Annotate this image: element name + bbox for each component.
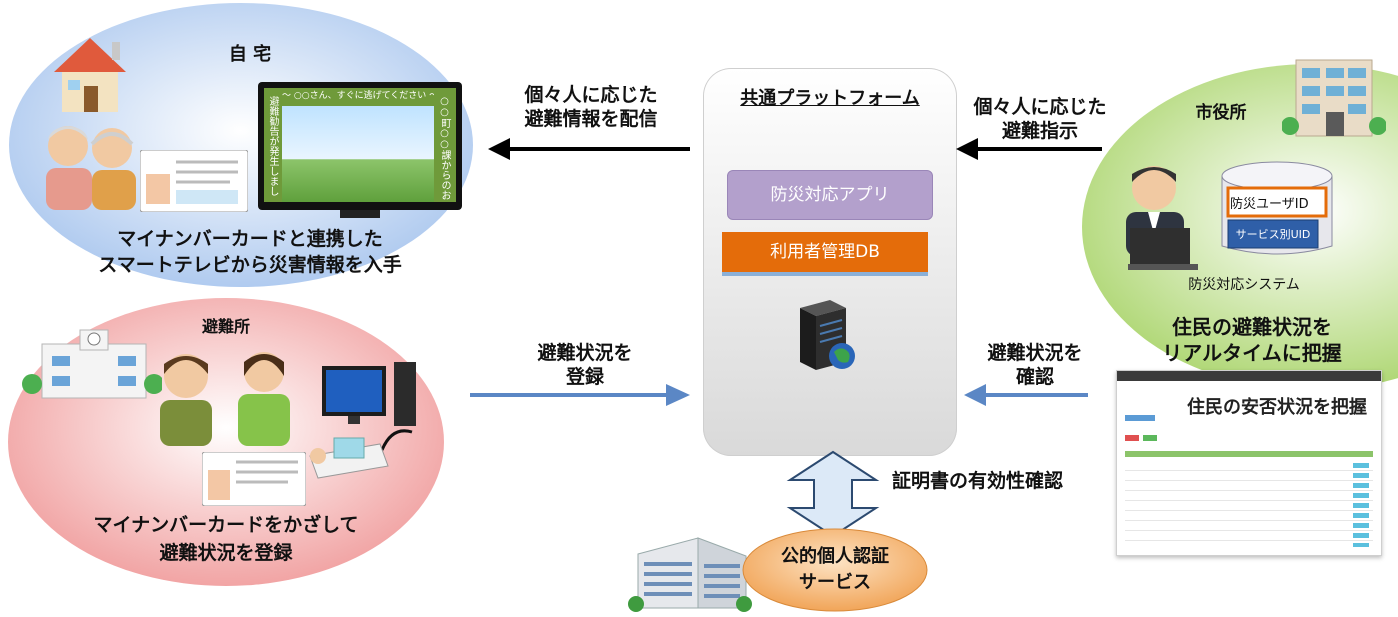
server-icon	[796, 300, 862, 372]
user-db-cylinder-icon	[1218, 160, 1336, 260]
safety-status-screen: 住民の安否状況を把握	[1116, 370, 1382, 556]
tv-right-text: ○○町○○課からのお知らせ	[439, 96, 450, 200]
home-caption-line1: マイナンバーカードと連携した	[117, 228, 383, 250]
deliver-arrow	[486, 136, 692, 162]
school-building-icon	[22, 322, 162, 402]
register-label-line2: 登録	[565, 366, 604, 388]
shelter-caption-line2: 避難状況を登録	[159, 542, 293, 564]
instruct-label-line1: 個々人に応じた	[973, 96, 1107, 118]
register-arrow	[470, 382, 692, 408]
cert-check-label: 証明書の有効性確認	[892, 470, 1064, 492]
my-number-card-icon	[140, 150, 248, 212]
elderly-couple-icon	[34, 118, 144, 210]
smart-tv-icon: ～ ○○さん、すぐに逃げてください ～ 避難勧告が発生しました ○○町○○課から…	[258, 82, 462, 222]
jpki-building-icon	[628, 534, 752, 612]
tv-left-text: 避難勧告が発生しました	[267, 96, 278, 196]
jpki-label-line1: 公的個人認証	[781, 546, 889, 567]
jpki-label-line2: サービス	[799, 572, 871, 593]
user-db-label: 利用者管理DB	[770, 242, 880, 262]
confirm-arrow	[962, 382, 1090, 408]
house-icon	[50, 34, 130, 114]
register-label-line1: 避難状況を	[537, 342, 633, 364]
city-caption-line2: リアルタイムに把握	[1162, 341, 1342, 365]
confirm-label-line2: 確認	[1015, 366, 1054, 388]
tv-banner: ～ ○○さん、すぐに逃げてください ～	[282, 91, 434, 101]
evacuees-icon	[146, 346, 306, 446]
city-hall-building-icon	[1282, 54, 1386, 138]
instruct-arrow	[954, 136, 1104, 162]
disaster-app-box: 防災対応アプリ	[727, 170, 933, 220]
jpki-ellipse	[740, 526, 930, 614]
platform-title: 共通プラットフォーム	[740, 88, 920, 109]
shelter-card-icon	[202, 452, 306, 506]
deliver-label-line1: 個々人に応じた	[524, 84, 658, 106]
instruct-label-line2: 避難指示	[1001, 120, 1078, 142]
screen-title: 住民の安否状況を把握	[1187, 397, 1367, 418]
city-caption-line1: 住民の避難状況を	[1172, 315, 1332, 339]
cert-check-arrow	[786, 450, 880, 538]
user-db-box: 利用者管理DB	[722, 232, 928, 272]
city-hall-title: 市役所	[1195, 103, 1247, 123]
card-reader-icon	[300, 436, 390, 480]
db-bottom-label: サービス別UID	[1235, 228, 1311, 241]
home-caption-line2: スマートテレビから災害情報を入手	[98, 254, 402, 276]
shelter-title: 避難所	[201, 317, 250, 336]
disaster-app-label: 防災対応アプリ	[770, 185, 890, 205]
computer-icon	[322, 362, 422, 452]
confirm-label-line1: 避難状況を	[987, 342, 1083, 364]
home-title: 自 宅	[228, 44, 272, 65]
shelter-caption-line1: マイナンバーカードをかざして	[93, 514, 359, 536]
official-icon	[1112, 160, 1202, 270]
system-label: 防災対応システム	[1188, 277, 1300, 293]
db-top-label: 防災ユーザID	[1230, 197, 1309, 212]
deliver-label-line2: 避難情報を配信	[524, 108, 658, 130]
